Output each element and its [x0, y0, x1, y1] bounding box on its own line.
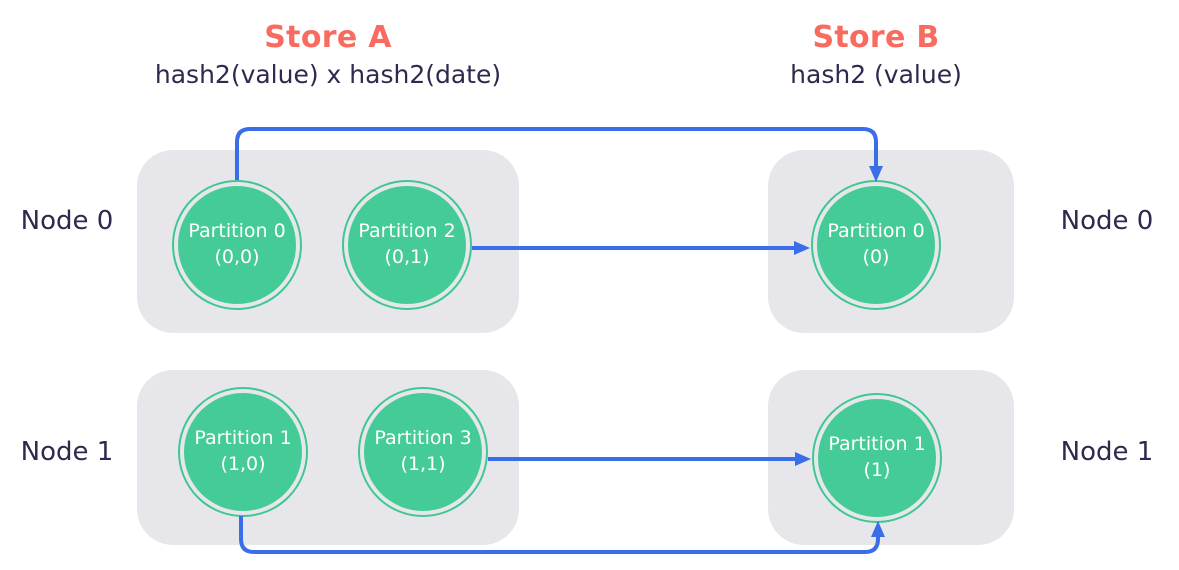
partition-label: Partition 0	[827, 220, 925, 243]
partition-circle: Partition 0 (0,0)	[178, 186, 296, 304]
partition-coord: (1)	[863, 459, 891, 481]
store-a-partition-2: Partition 2 (0,1)	[342, 180, 472, 310]
store-a-partition-1: Partition 1 (1,0)	[178, 387, 308, 517]
partition-circle: Partition 1 (1,0)	[184, 393, 302, 511]
partition-label: Partition 0	[188, 220, 286, 243]
partition-circle: Partition 2 (0,1)	[348, 186, 466, 304]
store-a-node1-label: Node 1	[20, 437, 114, 467]
store-b-hash-formula: hash2 (value)	[790, 60, 962, 89]
store-b-title: Store B	[812, 20, 940, 55]
store-b-partition-1: Partition 1 (1)	[812, 393, 942, 523]
store-b-node1-label: Node 1	[1060, 437, 1154, 467]
store-b-partition-0: Partition 0 (0)	[811, 180, 941, 310]
partition-coord: (0,1)	[384, 246, 430, 268]
partition-label: Partition 3	[374, 427, 472, 450]
store-a-hash-formula: hash2(value) x hash2(date)	[154, 60, 502, 89]
store-b-node0-label: Node 0	[1060, 206, 1154, 236]
partition-coord: (0,0)	[214, 246, 260, 268]
partition-label: Partition 2	[358, 220, 456, 243]
store-a-title: Store A	[264, 20, 392, 55]
store-a-partition-0: Partition 0 (0,0)	[172, 180, 302, 310]
partition-label: Partition 1	[828, 433, 926, 456]
partition-circle: Partition 3 (1,1)	[364, 393, 482, 511]
partition-coord: (0)	[862, 246, 890, 268]
partition-circle: Partition 0 (0)	[817, 186, 935, 304]
store-a-partition-3: Partition 3 (1,1)	[358, 387, 488, 517]
partition-circle: Partition 1 (1)	[818, 399, 936, 517]
partition-coord: (1,1)	[400, 453, 446, 475]
store-a-node0-label: Node 0	[20, 206, 114, 236]
partition-coord: (1,0)	[220, 453, 266, 475]
partition-label: Partition 1	[194, 427, 292, 450]
